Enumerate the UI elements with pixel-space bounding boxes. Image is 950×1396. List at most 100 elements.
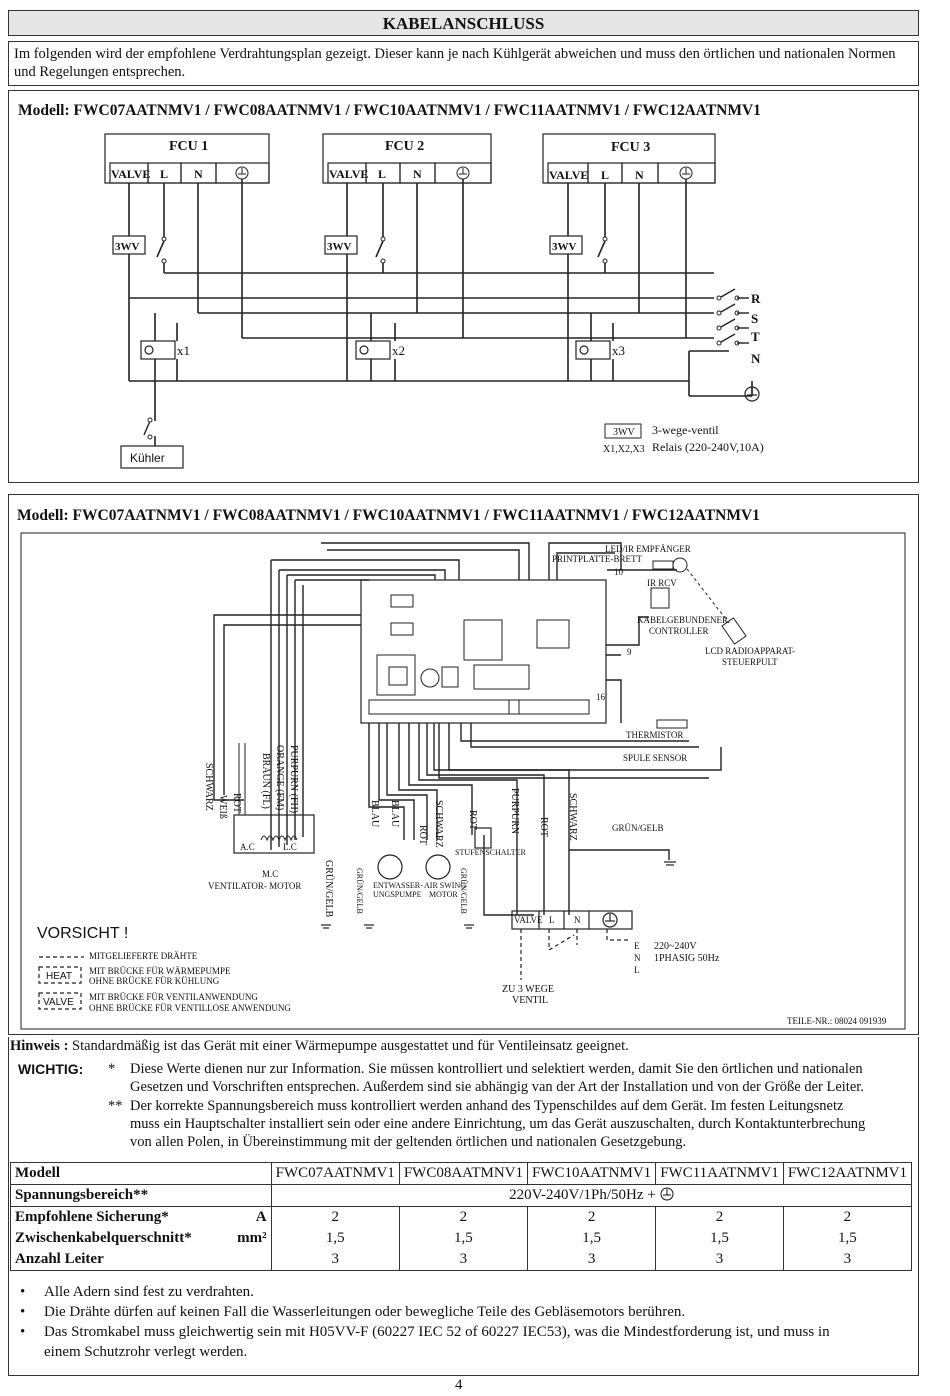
motor-lc: L.C	[283, 842, 297, 852]
pin-10: 10	[614, 567, 624, 577]
pcb-label: PRINTPLATTE-BRETT	[552, 554, 642, 564]
fcu2-label: FCU 2	[385, 139, 424, 154]
pin-9: 9	[627, 647, 632, 657]
hint-label: Hinweis :	[10, 1038, 69, 1054]
legend-heat-tag: HEAT	[46, 971, 72, 982]
motor-ac: A.C	[240, 842, 255, 852]
d2-terminal-l: L	[549, 915, 555, 925]
important-label: WICHTIG:	[18, 1061, 84, 1077]
step-switch-label: STUFENSCHALTER	[455, 848, 526, 857]
voltage-value-text: 220V-240V/1Ph/50Hz +	[509, 1187, 656, 1203]
caution-label: VORSICHT !	[37, 925, 128, 942]
drain-pump-1: ENTWASSER-	[373, 881, 423, 890]
table-row-voltage: Spannungsbereich** 220V-240V/1Ph/50Hz +	[10, 1184, 913, 1207]
conductor-label: Anzahl Leiter	[10, 1249, 272, 1271]
wv2-label: 3WV	[327, 241, 352, 253]
supply-e: E	[634, 941, 640, 951]
fcu1-l: L	[160, 167, 168, 181]
wire-gruengelb-motor: GRÜN/GELB	[323, 860, 335, 918]
wire-rot-3: ROT	[538, 817, 549, 837]
wire-blau-2: BLAU	[389, 800, 400, 828]
fcu3-valve: VALVE	[549, 168, 588, 182]
phase-t: T	[751, 329, 760, 344]
relay3-label: x3	[612, 343, 625, 358]
star2-line2: muss ein Hauptschalter installiert sein …	[130, 1116, 866, 1132]
d2-terminal-n: N	[574, 915, 581, 925]
wire-orange-motor: ORANGE (FM)	[274, 745, 285, 810]
table-row-fuse: Empfohlene Sicherung*A 2 2 2 2 2	[10, 1206, 913, 1228]
bullet-dot: •	[20, 1304, 26, 1320]
lcd-remote-2: STEUERPULT	[722, 657, 778, 667]
legend-dashed: MITGELIEFERTE DRÄHTE	[89, 951, 198, 961]
fuse-5: 2	[782, 1206, 913, 1228]
motor-mc: M.C	[262, 869, 278, 879]
list-item: •Alle Adern sind fest zu verdrahten.	[20, 1284, 254, 1300]
legend-wv-symbol: 3WV	[613, 427, 635, 438]
star1-line1: Diese Werte dienen nur zur Information. …	[130, 1061, 863, 1077]
fuse-3: 2	[526, 1206, 657, 1228]
fcu3-n: N	[635, 168, 644, 182]
wire-rot-1: ROT	[417, 825, 428, 845]
wire-blau-1: BLAU	[369, 800, 380, 828]
wire-rot-2: ROT	[467, 810, 478, 830]
notes-frame	[8, 1037, 919, 1376]
fuse-label: Empfohlene Sicherung*A	[10, 1206, 272, 1228]
gruen-gelb-right: GRÜN/GELB	[612, 823, 664, 833]
fcu1-n: N	[194, 167, 203, 181]
wire-weiss-motor: WEIß	[217, 795, 228, 819]
model-3: FWC10AATNMV1	[526, 1162, 657, 1185]
cable-unit: mm²	[237, 1230, 267, 1246]
phase-s: S	[751, 311, 758, 326]
star2-line1: Der korrekte Spannungsbereich muss kontr…	[130, 1098, 844, 1114]
d2-terminal-valve: VALVE	[514, 915, 543, 925]
list-item: •Das Stromkabel muss gleichwertig sein m…	[20, 1324, 830, 1360]
cable-4: 1,5	[655, 1228, 784, 1249]
cable-2: 1,5	[398, 1228, 529, 1249]
relay2-label: x2	[392, 343, 405, 358]
supply-voltage: 220~240V	[654, 941, 697, 952]
wire-schwarz-2: SCHWARZ	[567, 793, 578, 841]
lcd-remote-1: LCD RADIOAPPARAT-	[705, 646, 795, 656]
legend-relay-symbol: X1,X2,X3	[603, 444, 645, 455]
star1-mark: *	[108, 1061, 116, 1077]
fcu3-label: FCU 3	[611, 140, 650, 155]
wiring-diagram-2: Modell: FWC07AATNMV1 / FWC08AATNMV1 / FW…	[8, 494, 919, 1035]
diagram2-model: Modell: FWC07AATNMV1 / FWC08AATNMV1 / FW…	[17, 507, 760, 524]
air-swing-1: AIR SWING	[424, 881, 466, 890]
legend-heat-2: OHNE BRÜCKE FÜR KÜHLUNG	[89, 976, 220, 986]
phase-n: N	[751, 351, 761, 366]
legend-heat-1: MIT BRÜCKE FÜR WÄRMEPUMPE	[89, 966, 231, 976]
conductor-3: 3	[526, 1249, 657, 1271]
wire-schwarz-1: SCHWARZ	[433, 800, 444, 848]
intro-text: Im folgenden wird der empfohlene Verdrah…	[8, 41, 919, 86]
cable-5: 1,5	[782, 1228, 913, 1249]
star2-line3: von allen Polen, in Übereinstimmung mit …	[130, 1134, 687, 1150]
drain-pump-2: UNGSPUMPE	[373, 890, 422, 899]
legend-valve-tag: VALVE	[43, 997, 74, 1008]
notes-block: Hinweis : Standardmäßig ist das Gerät mi…	[10, 1037, 915, 1056]
spec-table: Modell FWC07AATNMV1 FWC08AATMNV1 FWC10AA…	[10, 1162, 913, 1271]
supply-phase: 1PHASIG 50Hz	[654, 953, 720, 964]
ir-rcv-label: IR RCV	[647, 578, 677, 588]
legend-wv-text: 3-wege-ventil	[652, 423, 719, 437]
page-number: 4	[455, 1377, 463, 1393]
pin-16: 16	[596, 692, 606, 702]
pump-gruengelb-2: GRÜN/GELB	[459, 868, 468, 914]
page-title: KABELANSCHLUSS	[8, 10, 919, 36]
coil-sensor-label: SPULE SENSOR	[623, 753, 687, 763]
fcu1-label: FCU 1	[169, 139, 208, 154]
fuse-unit: A	[255, 1209, 267, 1225]
diagram1-model: Modell: FWC07AATNMV1 / FWC08AATNMV1 / FW…	[18, 102, 761, 119]
part-number: TEILE-NR.: 08024 091939	[787, 1016, 887, 1026]
legend-valve-1: MIT BRÜCKE FÜR VENTILANWENDUNG	[89, 992, 258, 1002]
wire-purpurn: PURPURN	[509, 788, 520, 834]
wire-purpurn-motor: PURPURN (FH)	[288, 745, 299, 813]
phase-r: R	[751, 291, 761, 306]
pump-gruengelb-1: GRÜN/GELB	[355, 868, 364, 914]
cable-label: Zwischenkabelquerschnitt*mm²	[10, 1228, 272, 1249]
wiring-diagram-1-svg: Modell: FWC07AATNMV1 / FWC08AATNMV1 / FW…	[18, 102, 764, 469]
relay1-label: x1	[177, 343, 190, 358]
wire-rot-motor: ROT	[231, 793, 242, 813]
bullet-dot: •	[20, 1284, 26, 1300]
legend-relay-text: Relais (220-240V,10A)	[652, 440, 764, 454]
